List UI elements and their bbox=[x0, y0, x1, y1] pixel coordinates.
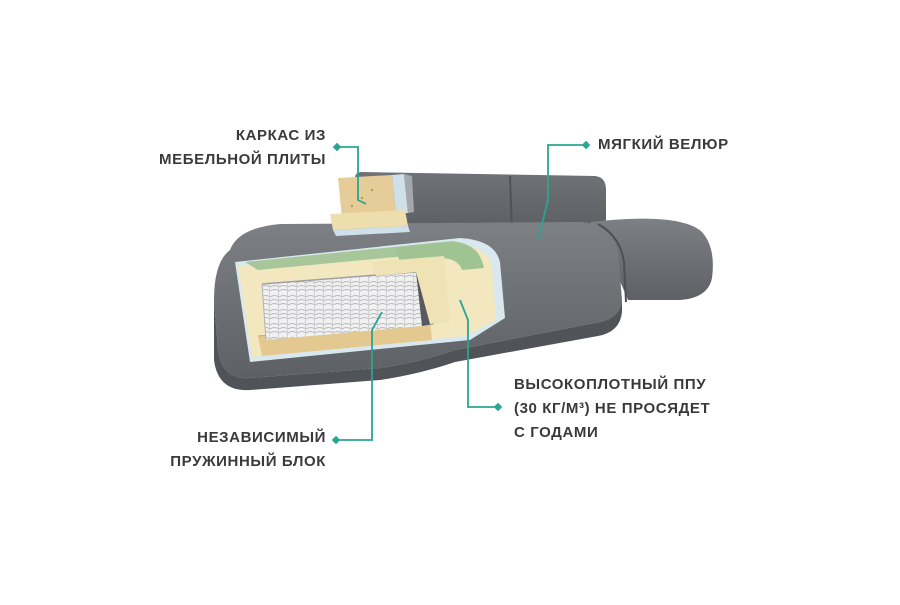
label-foam-line-1: ВЫСОКОПЛОТНЫЙ ППУ bbox=[514, 376, 707, 393]
leader-lines bbox=[336, 144, 586, 441]
label-springs-line-1: НЕЗАВИСИМЫЙ bbox=[197, 429, 326, 446]
label-velour: МЯГКИЙ ВЕЛЮР bbox=[598, 133, 729, 157]
leader-dots bbox=[331, 140, 591, 445]
label-foam-line-2: (30 КГ/М³) НЕ ПРОСЯДЕТ bbox=[514, 400, 711, 417]
label-frame-line-2: МЕБЕЛЬНОЙ ПЛИТЫ bbox=[159, 151, 326, 168]
leader-line-velour bbox=[537, 144, 586, 241]
label-velour-line-1: МЯГКИЙ ВЕЛЮР bbox=[598, 136, 729, 153]
label-frame: КАРКАС ИЗ МЕБЕЛЬНОЙ ПЛИТЫ bbox=[159, 124, 326, 172]
leader-line-springs bbox=[336, 311, 383, 441]
sofa-chaise bbox=[590, 218, 713, 303]
seat-cross-section bbox=[235, 238, 505, 362]
label-foam-line-3: С ГОДАМИ bbox=[514, 424, 599, 441]
frame-cutaway bbox=[330, 174, 414, 236]
leader-line-frame bbox=[340, 146, 367, 205]
label-springs: НЕЗАВИСИМЫЙ ПРУЖИННЫЙ БЛОК bbox=[170, 426, 326, 474]
label-frame-line-1: КАРКАС ИЗ bbox=[235, 127, 326, 144]
label-foam: ВЫСОКОПЛОТНЫЙ ППУ (30 КГ/М³) НЕ ПРОСЯДЕТ… bbox=[514, 373, 710, 445]
leader-line-foam bbox=[459, 299, 498, 408]
label-springs-line-2: ПРУЖИННЫЙ БЛОК bbox=[170, 453, 326, 470]
